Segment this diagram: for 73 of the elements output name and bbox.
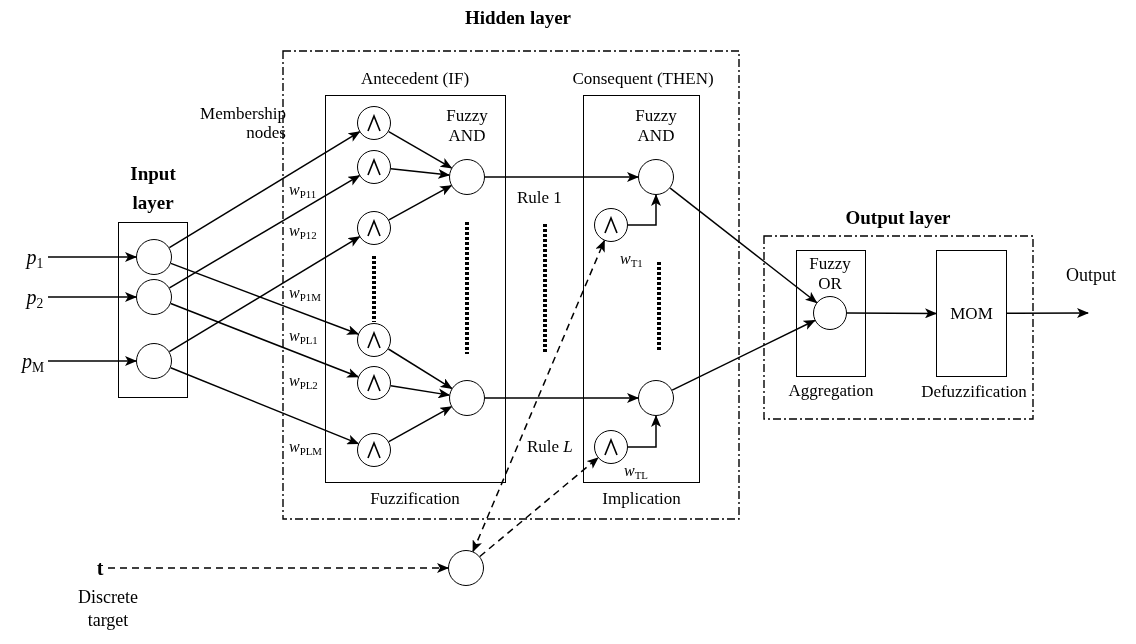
neuron-node [449,380,485,416]
arrow [170,262,360,335]
arrow [170,302,360,378]
membership-node [357,150,391,184]
arrow [47,292,137,302]
arrow [47,252,137,262]
section-heading: Consequent (THEN) [571,70,715,89]
arrow [388,406,453,443]
membership-node [594,430,628,464]
process-box: MOM [936,250,1007,377]
membership-node [357,433,391,467]
arrow [484,172,639,182]
neuron-node [136,343,172,379]
weight-label: w$_{PL2}$ [289,372,318,390]
arrow [846,308,937,319]
arrow [627,194,661,226]
arrow [479,457,599,558]
arrow [107,563,449,573]
annotation-text: Membership nodes [199,105,286,143]
node-caption: Fuzzy OR [808,254,852,294]
node-caption: Discrete target [77,586,139,633]
arrow [168,236,361,353]
variable-label: p$_{M}$ [18,349,48,373]
node-caption: Defuzzification [920,382,1028,402]
arrow [169,367,360,445]
arrow [671,319,816,391]
neuron-node [813,296,847,330]
node-caption: Fuzzy AND [634,106,678,146]
membership-node [357,323,391,357]
membership-node [357,106,391,140]
weight-label: Rule L [527,438,573,457]
section-caption: Fuzzification [369,490,461,509]
section-heading: Input layer [129,162,177,215]
weight-label: w$_{P11}$ [289,181,317,199]
section-caption: Implication [601,490,682,509]
neuron-node [448,550,484,586]
weight-label: w$_{PLM}$ [289,438,323,456]
weight-label: w$_{P12}$ [289,222,317,240]
weight-label: Rule 1 [517,189,562,208]
arrow [47,356,137,366]
arrow [669,187,818,304]
arrow [484,393,639,403]
weight-label: w$_{T1}$ [620,250,643,268]
variable-label: p$_{2}$ [22,285,48,309]
weight-label: w$_{TL}$ [624,462,648,480]
weight-label: w$_{P1M}$ [289,284,321,302]
section-heading: Output layer [844,208,952,229]
neuron-node [638,159,674,195]
weight-label: w$_{PL1}$ [289,327,318,345]
arrow [627,415,661,448]
section-caption: Aggregation [787,382,875,401]
arrow [472,239,606,553]
neuron-node [638,380,674,416]
section-heading: Hidden layer [463,8,573,29]
variable-label: p$_{1}$ [22,245,48,269]
arrow [390,384,451,399]
neuron-node [136,279,172,315]
neuron-node [136,239,172,275]
arrow [387,348,453,390]
node-caption: Fuzzy AND [445,106,489,146]
arrow [168,174,361,289]
membership-node [357,211,391,245]
section-heading: Antecedent (IF) [359,70,471,89]
arrow [388,184,453,221]
variable-label: t [92,556,108,580]
membership-node [594,208,628,242]
arrow [387,130,453,169]
arrow [168,131,361,249]
neuron-node [449,159,485,195]
arrow [1006,308,1089,319]
membership-node [357,366,391,400]
edge-label: Output [1066,266,1116,286]
arrow [390,168,451,179]
